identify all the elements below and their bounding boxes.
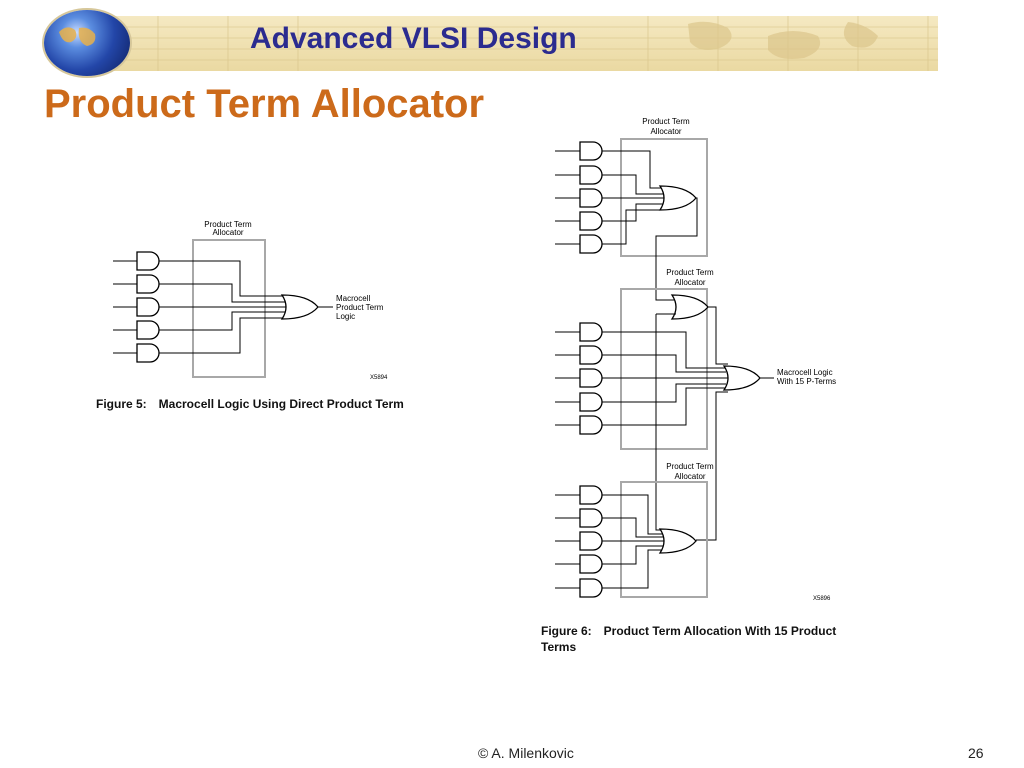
figure6-mid-block-label-2: Allocator (674, 278, 705, 287)
slide-title: Product Term Allocator (44, 82, 485, 126)
figure5-caption-number: Figure 5: (96, 397, 147, 411)
figure5-part-code: X5894 (370, 375, 388, 381)
figure6-mid-block-label-1: Product Term (666, 268, 714, 277)
figure5-and-gates (136, 251, 160, 363)
figure5-or-gate (281, 294, 319, 320)
figure5-caption: Figure 5: Macrocell Logic Using Direct Pr… (96, 397, 404, 411)
figure6-bottom-wires (555, 494, 666, 589)
globe-continents (59, 27, 96, 46)
figure6-top-block-label-1: Product Term (642, 117, 690, 126)
figure6-main-or-gate (723, 365, 761, 391)
figure6-mid-or-gate (671, 294, 709, 320)
figure5-wires (113, 260, 333, 354)
figure6-top-or-gate (659, 185, 697, 211)
figure5-output-label-2: Product Term (336, 303, 384, 312)
figure6-mid-and-gates (579, 322, 603, 435)
figure6-bottom-block-label-2: Allocator (674, 472, 705, 481)
figure6-output-label-1: Macrocell Logic (777, 368, 833, 377)
figure6-mid-allocator-block (620, 288, 708, 450)
figure6-bottom-allocator-block (620, 481, 708, 598)
page-number: 26 (968, 745, 984, 761)
footer-credit: © A. Milenkovic (478, 745, 574, 761)
figure5-allocator-block (192, 239, 266, 378)
figure6-part-code: X5896 (813, 596, 831, 602)
banner-map-grid (88, 16, 938, 71)
figure6-top-block-label-2: Allocator (650, 127, 681, 136)
figure6-bottom-or-gate (659, 528, 697, 554)
figure5-output-label-3: Logic (336, 312, 355, 321)
header-banner: Advanced VLSI Design (0, 0, 1024, 80)
figure5-output-label-1: Macrocell (336, 294, 370, 303)
figure6-output-label-2: With 15 P-Terms (777, 377, 836, 386)
figure5-diagram: Product Term Allocator Macrocell Product… (113, 220, 388, 381)
figure6-caption-number: Figure 6: (541, 624, 592, 638)
course-title: Advanced VLSI Design (250, 22, 577, 55)
figure6-caption: Figure 6:Product Term Allocation With 15… (541, 623, 861, 655)
figure5-block-label-1: Product Term (204, 220, 252, 229)
figure5-block-label-2: Allocator (212, 228, 243, 237)
figure6-caption-text: Product Term Allocation With 15 Product … (541, 624, 837, 654)
figure6-bottom-and-gates (579, 485, 603, 598)
figure6-diagram: Product Term Allocator Product Term Allo… (555, 117, 836, 602)
figure6-bottom-block-label-1: Product Term (666, 462, 714, 471)
figure5-caption-text: Macrocell Logic Using Direct Product Ter… (158, 397, 404, 411)
figure6-top-and-gates (579, 141, 603, 254)
